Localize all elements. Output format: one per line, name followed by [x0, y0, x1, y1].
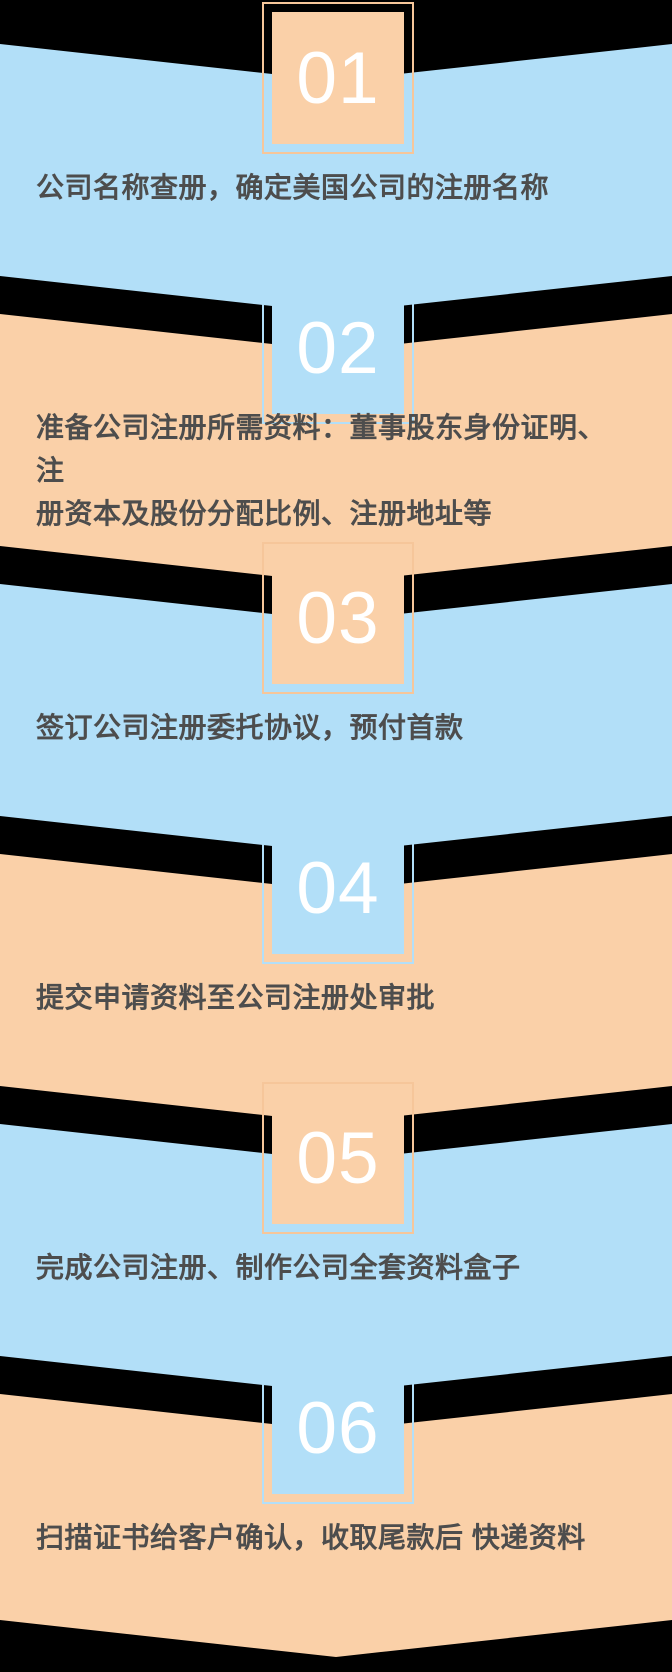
step-1-number: 01	[296, 37, 380, 119]
step-4-badge-outline	[262, 812, 414, 964]
step-4-badge: 04	[272, 822, 404, 954]
step-2-description: 准备公司注册所需资料：董事股东身份证明、 注 册资本及股份分配比例、注册地址等	[36, 412, 607, 529]
step-3-description: 签订公司注册委托协议，预付首款	[36, 712, 464, 743]
step-5-number: 05	[296, 1117, 380, 1199]
step-6-description: 扫描证书给客户确认，收取尾款后 快递资料	[36, 1522, 586, 1553]
step-4-description: 提交申请资料至公司注册处审批	[36, 982, 436, 1013]
step-3-number: 03	[296, 577, 380, 659]
step-2-badge: 02	[272, 282, 404, 414]
step-2-badge-outline	[262, 272, 414, 424]
step-4-number: 04	[296, 847, 380, 929]
step-1-badge: 01	[272, 12, 404, 144]
step-5-description: 完成公司注册、制作公司全套资料盒子	[36, 1252, 521, 1283]
step-3-badge: 03	[272, 552, 404, 684]
step-6-badge-outline	[262, 1352, 414, 1504]
step-6-badge: 06	[272, 1362, 404, 1494]
step-1-badge-outline	[262, 2, 414, 154]
step-3-badge-outline	[262, 542, 414, 694]
step-1-description: 公司名称查册，确定美国公司的注册名称	[36, 172, 550, 203]
step-5-badge: 05	[272, 1092, 404, 1224]
step-5-badge-outline	[262, 1082, 414, 1234]
step-6-number: 06	[296, 1387, 380, 1469]
step-2-number: 02	[296, 307, 380, 389]
